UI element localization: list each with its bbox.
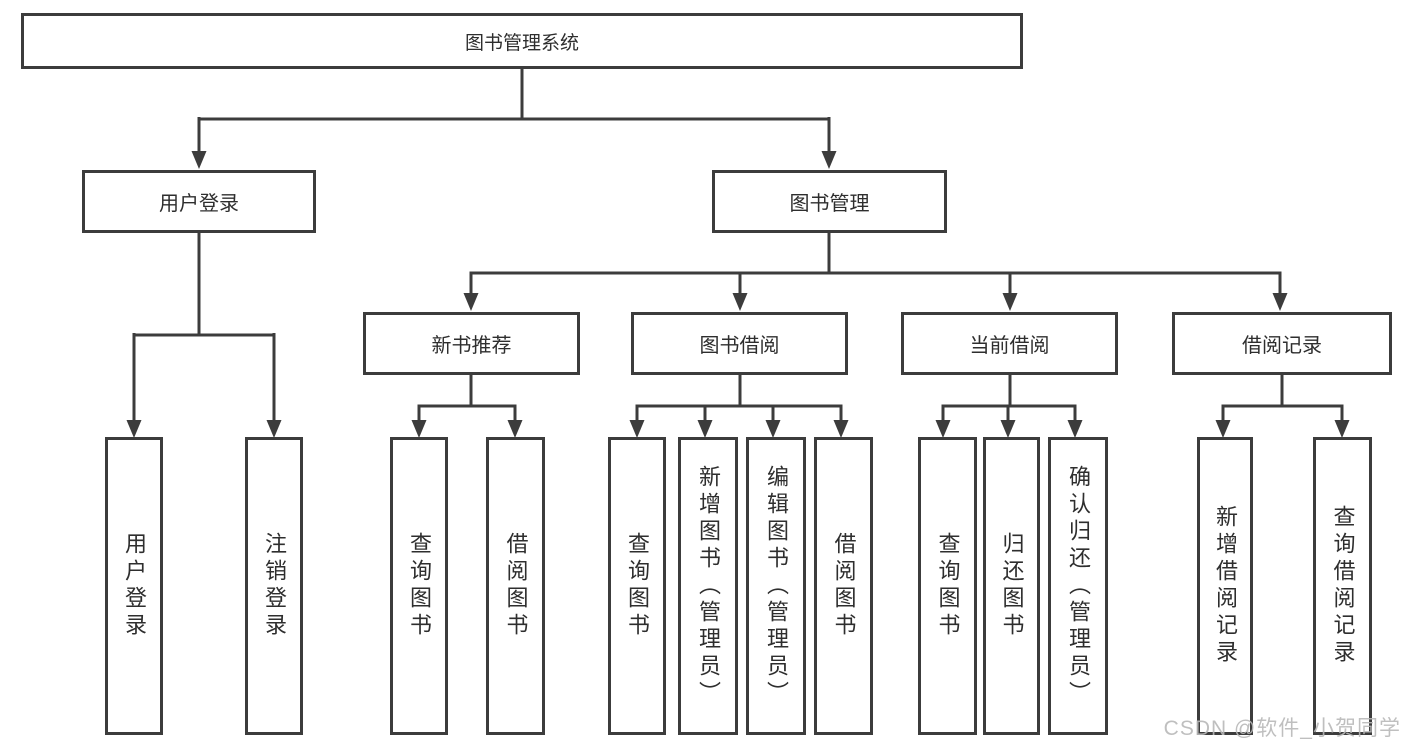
- leaf-add-borrow-record: 新增借阅记录: [1197, 437, 1253, 735]
- leaf-edit-book-admin: 编辑图书（管理员）: [746, 437, 806, 735]
- leaf-return-book: 归还图书: [983, 437, 1040, 735]
- leaf-borrow-books-recommend: 借阅图书: [486, 437, 545, 735]
- leaf-borrow-books: 借阅图书: [814, 437, 873, 735]
- leaf-query-books-borrow: 查询图书: [608, 437, 666, 735]
- node-user-login: 用户登录: [82, 170, 316, 233]
- leaf-query-books-recommend: 查询图书: [390, 437, 448, 735]
- connector-segments: [132, 69, 1344, 422]
- leaf-user-login: 用户登录: [105, 437, 163, 735]
- node-book-borrowing: 图书借阅: [631, 312, 848, 375]
- node-current-borrowing: 当前借阅: [901, 312, 1118, 375]
- leaf-add-book-admin: 新增图书（管理员）: [678, 437, 738, 735]
- node-new-book-recommendation: 新书推荐: [363, 312, 580, 375]
- leaf-confirm-return-admin: 确认归还（管理员）: [1048, 437, 1108, 735]
- csdn-watermark: CSDN @软件_小贺同学: [1163, 717, 1401, 740]
- leaf-logout: 注销登录: [245, 437, 303, 735]
- node-library-management-system: 图书管理系统: [21, 13, 1023, 69]
- node-borrowing-records: 借阅记录: [1172, 312, 1392, 375]
- connector-arrowheads: [126, 151, 1350, 438]
- leaf-query-books-current: 查询图书: [918, 437, 977, 735]
- node-book-management: 图书管理: [712, 170, 947, 233]
- leaf-query-borrow-record: 查询借阅记录: [1313, 437, 1372, 735]
